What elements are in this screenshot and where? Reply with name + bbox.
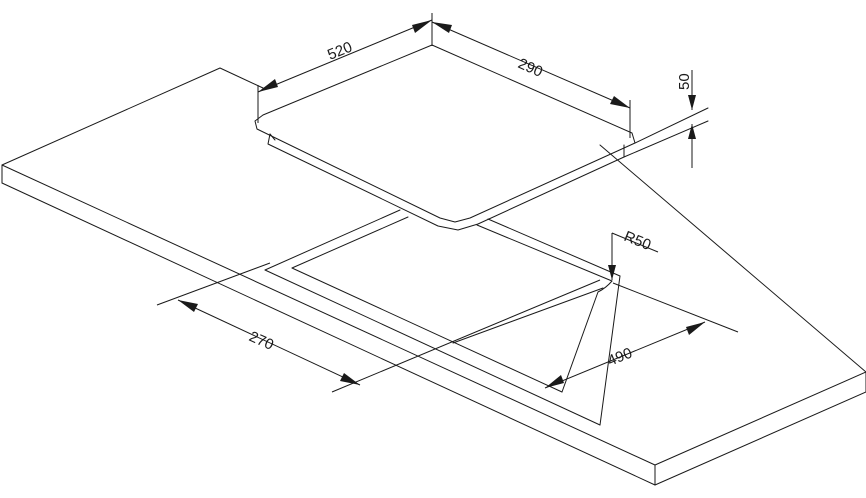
hob [254,44,709,231]
worktop [1,67,866,486]
dimension-290-label: 290 [515,55,545,81]
dimension-520-label: 520 [325,39,355,64]
dimension-290: 290 [431,21,631,138]
dimension-270: 270 [156,262,601,393]
dimension-50: 50 [676,70,696,168]
dimension-r50-label: R50 [622,228,654,254]
dimension-50-label: 50 [676,73,693,90]
dimension-r50: R50 [608,228,659,280]
dimension-270-label: 270 [246,328,276,354]
dimension-490-label: 490 [605,345,635,370]
worktop-cutout [264,209,621,426]
